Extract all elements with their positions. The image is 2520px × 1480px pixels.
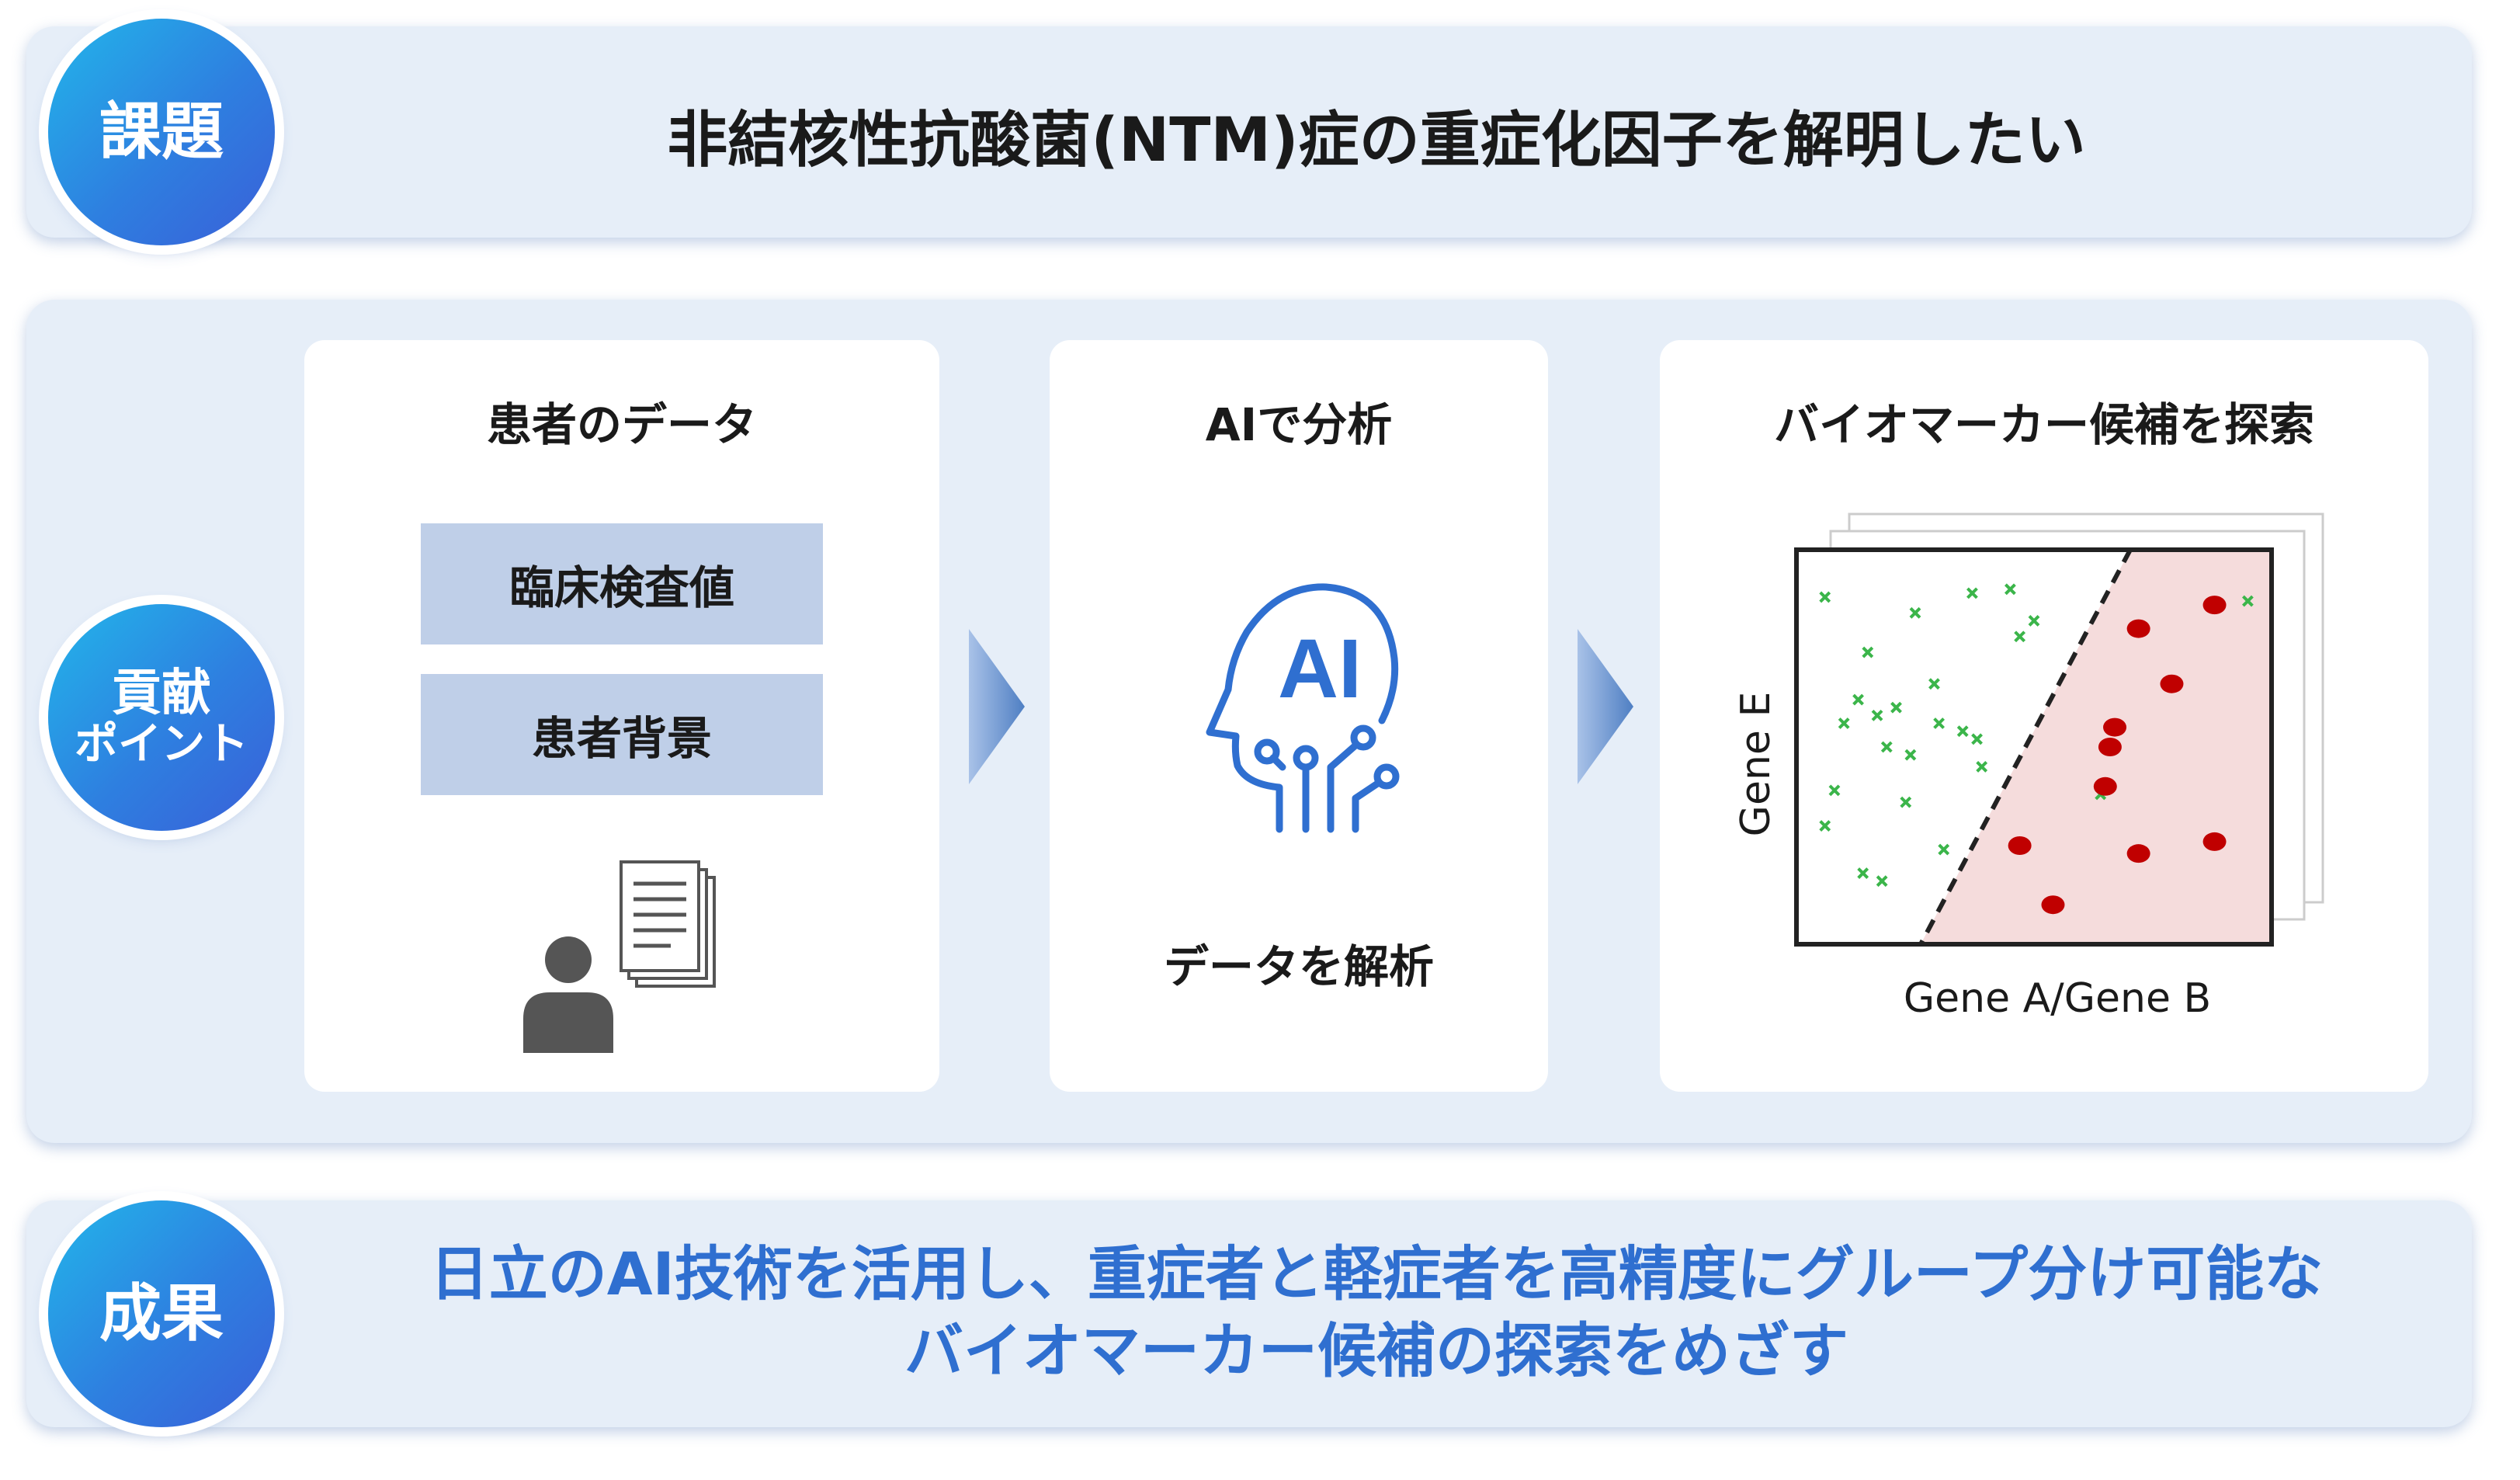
arrow-right-icon — [1578, 629, 1633, 784]
scatter-point-x — [1871, 709, 1883, 721]
patient-data-card: 患者のデータ 臨床検査値 患者背景 — [304, 340, 939, 1092]
challenge-panel — [26, 26, 2472, 238]
scatter-point-x — [1857, 867, 1869, 879]
scatter-point-x — [2028, 615, 2040, 627]
patient-data-title: 患者のデータ — [486, 398, 757, 451]
result-badge: 成果 — [48, 1200, 275, 1427]
scatter-point-x — [1862, 646, 1874, 658]
patient-background-box: 患者背景 — [421, 674, 823, 795]
contribution-badge-line1: 貢献 — [112, 665, 211, 722]
scatter-point-x — [1819, 820, 1831, 832]
scatter-point-x — [1838, 717, 1850, 729]
scatter-point-x — [2014, 631, 2026, 643]
scatter-point-x — [1933, 717, 1946, 729]
scatter-point-x — [1966, 587, 1978, 599]
scatter-point-x — [1971, 733, 1983, 745]
challenge-badge-label: 課題 — [99, 96, 224, 168]
scatter-point-x — [1909, 606, 1921, 619]
scatter-point-x — [2241, 595, 2254, 607]
scatter-point-dot — [2160, 674, 2184, 693]
contribution-badge-line2: ポイント — [75, 719, 248, 770]
y-axis-label: Gene E — [1733, 691, 1779, 837]
x-axis-label: Gene A/Gene B — [1903, 975, 2212, 1022]
ai-analysis-caption: データを解析 — [1163, 940, 1434, 993]
arrow-right-icon — [969, 629, 1025, 784]
person-with-documents-icon — [523, 860, 716, 1053]
result-panel — [26, 1200, 2472, 1427]
scatter-plot-icon — [1794, 512, 2324, 947]
scatter-point-x — [1904, 749, 1917, 761]
contribution-badge: 貢献 ポイント — [48, 604, 275, 831]
scatter-point-dot — [2202, 596, 2227, 615]
scatter-point-x — [1938, 843, 1950, 856]
scatter-point-dot — [2093, 776, 2117, 796]
scatter-point-dot — [2103, 717, 2127, 737]
scatter-point-x — [1819, 591, 1831, 603]
clinical-test-values-box: 臨床検査値 — [421, 523, 823, 644]
scatter-point-x — [1976, 760, 1988, 773]
scatter-point-x — [1880, 741, 1893, 753]
scatter-point-x — [2004, 583, 2016, 596]
challenge-text: 非結核性抗酸菌(NTM)症の重症化因子を解明したい — [667, 106, 2086, 175]
separation-line — [1918, 548, 2133, 946]
scatter-point-x — [1928, 678, 1940, 690]
scatter-point-x — [1890, 701, 1902, 714]
scatter-point-x — [1956, 725, 1969, 738]
scatter-point-dot — [2202, 832, 2227, 851]
ai-analysis-title: AIで分析 — [1205, 398, 1393, 451]
challenge-badge: 課題 — [48, 19, 275, 245]
result-line2: バイオマーカー候補の探索をめざす — [904, 1315, 1848, 1385]
scatter-point-dot — [2126, 844, 2150, 863]
scatter-point-dot — [2008, 836, 2032, 855]
result-badge-label: 成果 — [99, 1277, 224, 1350]
biomarker-title: バイオマーカー候補を探索 — [1773, 398, 2314, 451]
ai-analysis-card: AIで分析 AI データを解析 — [1050, 340, 1548, 1092]
ai-icon-text: AI — [1278, 621, 1362, 715]
scatter-point-x — [1828, 784, 1841, 797]
scatter-point-dot — [2126, 619, 2150, 638]
scatter-point-x — [1876, 875, 1888, 888]
scatter-point-dot — [2041, 895, 2065, 915]
result-line1: 日立のAI技術を活用し、重症者と軽症者を高精度にグループ分け可能な — [429, 1239, 2324, 1308]
scatter-point-dot — [2098, 738, 2122, 756]
scatter-point-x — [1900, 796, 1912, 808]
scatter-point-x — [1852, 693, 1864, 706]
ai-head-icon: AI — [1206, 583, 1400, 833]
result-text: 日立のAI技術を活用し、重症者と軽症者を高精度にグループ分け可能な バイオマーカ… — [279, 1236, 2473, 1390]
